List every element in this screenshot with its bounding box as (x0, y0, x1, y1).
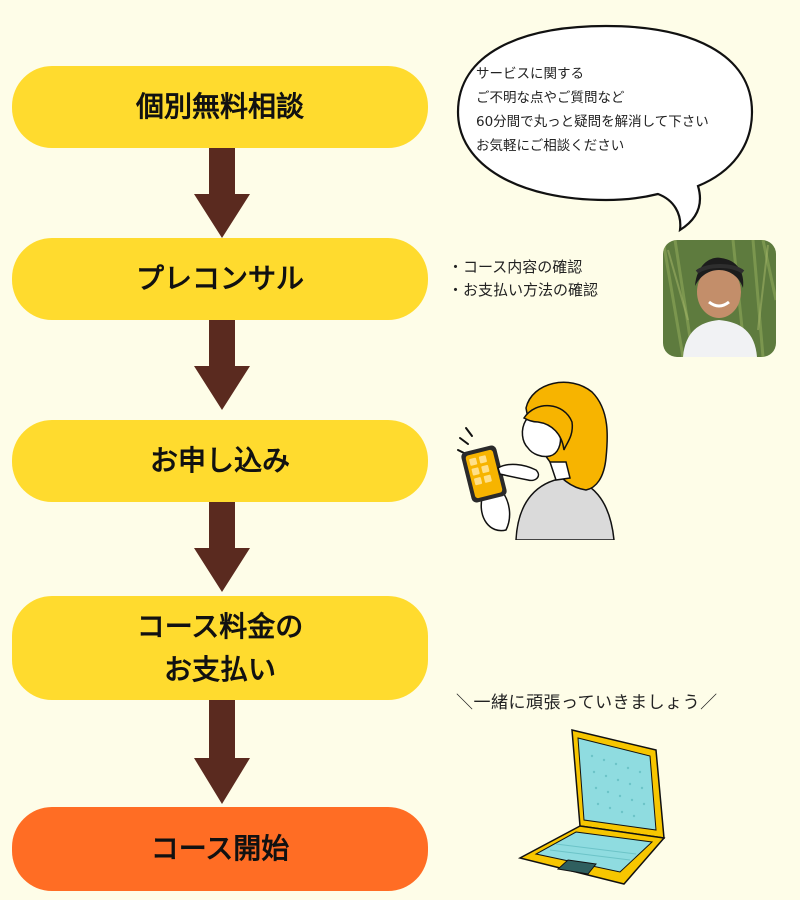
bubble-line: サービスに関する (476, 66, 584, 82)
step-label: お申し込み (149, 444, 290, 478)
step-label: 個別無料相談 (135, 90, 304, 124)
laptop-illustration (517, 729, 666, 885)
step-course-start: コース開始 (12, 807, 428, 891)
down-arrow-icon (194, 700, 250, 804)
step-payment: コース料金の お支払い (12, 596, 428, 700)
bubble-line: お気軽にご相談ください (476, 138, 625, 154)
speech-bubble-icon (456, 24, 754, 233)
bubble-line: 60分間で丸っと疑問を解消して下さい (476, 114, 709, 130)
note-item: ・お支払い方法の確認 (448, 281, 599, 299)
step-label: プレコンサル (135, 262, 304, 296)
down-arrow-icon (194, 148, 250, 238)
step-free-consultation: 個別無料相談 (12, 66, 428, 148)
down-arrow-icon (194, 502, 250, 592)
step-pre-consult: プレコンサル (12, 238, 428, 320)
phone-woman-illustration (457, 381, 615, 540)
step-label-line1: コース料金の (136, 609, 304, 643)
note-item: ・コース内容の確認 (448, 258, 583, 276)
step-application: お申し込み (12, 420, 428, 502)
step-label: コース開始 (150, 832, 290, 866)
person-photo (663, 240, 776, 357)
encouragement-text: ＼一緒に頑張っていきましょう／ (456, 693, 718, 713)
bubble-line: ご不明な点やご質問など (476, 90, 625, 106)
preconsult-notes: ・コース内容の確認 ・お支払い方法の確認 (448, 256, 598, 302)
down-arrow-icon (194, 320, 250, 410)
step-label-line2: お支払い (163, 653, 276, 686)
speech-bubble-text: サービスに関する ご不明な点やご質問など 60分間で丸っと疑問を解消して下さい … (476, 62, 709, 158)
